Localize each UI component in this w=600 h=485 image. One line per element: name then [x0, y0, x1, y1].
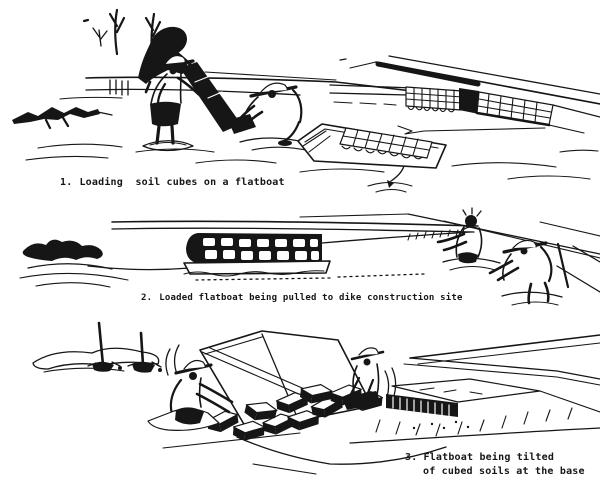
scene1-worker-crouching	[228, 82, 311, 152]
scene1-soil-cube-chute	[180, 62, 241, 132]
caption-step-2-text: Loaded flatboat being pulled to dike con…	[159, 293, 463, 303]
scene2-cube-cells	[203, 238, 319, 260]
caption-step-1: 1. Loading soil cubes on a flatboat	[60, 177, 285, 188]
caption-step-2: 2. Loaded flatboat being pulled to dike …	[141, 293, 463, 303]
caption-step-1-number: 1.	[60, 177, 73, 188]
scene1-snag	[12, 107, 113, 130]
scene2-tow-rope	[321, 231, 471, 244]
caption-step-3-text-line1: Flatboat being tilted	[423, 452, 555, 463]
scene1-dike-under-construction	[329, 55, 600, 134]
scene1-cube-wall-joint	[459, 88, 479, 114]
scene-1-loading	[12, 8, 600, 193]
scene1-anchor-rope	[390, 165, 405, 182]
scene3-worker-tilting	[342, 347, 397, 410]
caption-step-2-number: 2.	[141, 293, 153, 303]
scene1-worker-standing	[142, 54, 206, 152]
scene1-cube-wall-right	[475, 91, 554, 127]
scene-3-tilting	[32, 321, 600, 475]
scene2-pole	[556, 242, 570, 289]
scene3-worker-pushing	[147, 344, 234, 431]
scene3-dike-base	[349, 334, 600, 444]
scene2-loaded-flatboat	[183, 228, 471, 281]
scene2-mooring-rope	[87, 265, 191, 271]
caption-step-3: 3. Flatboat being tilted of cubed soils …	[405, 451, 585, 478]
caption-step-3-text-line2: of cubed soils at the base	[423, 466, 585, 477]
scene1-cube-wall-left	[405, 86, 463, 113]
scene-2-pulling	[19, 207, 600, 306]
scene1-flatboat	[297, 123, 546, 193]
scene2-puller-2	[488, 239, 570, 306]
caption-step-1-text: Loading soil cubes on a flatboat	[79, 177, 285, 188]
scene1-water-ripples	[25, 143, 599, 180]
scene2-mooring-snag	[19, 239, 191, 288]
scene2-puller-1	[436, 207, 501, 271]
scene3-mound-and-stakes	[32, 321, 162, 373]
caption-step-3-number: 3.	[405, 452, 418, 463]
scene1-bank-lines	[59, 71, 421, 100]
scene3-shore-lines	[162, 432, 447, 475]
